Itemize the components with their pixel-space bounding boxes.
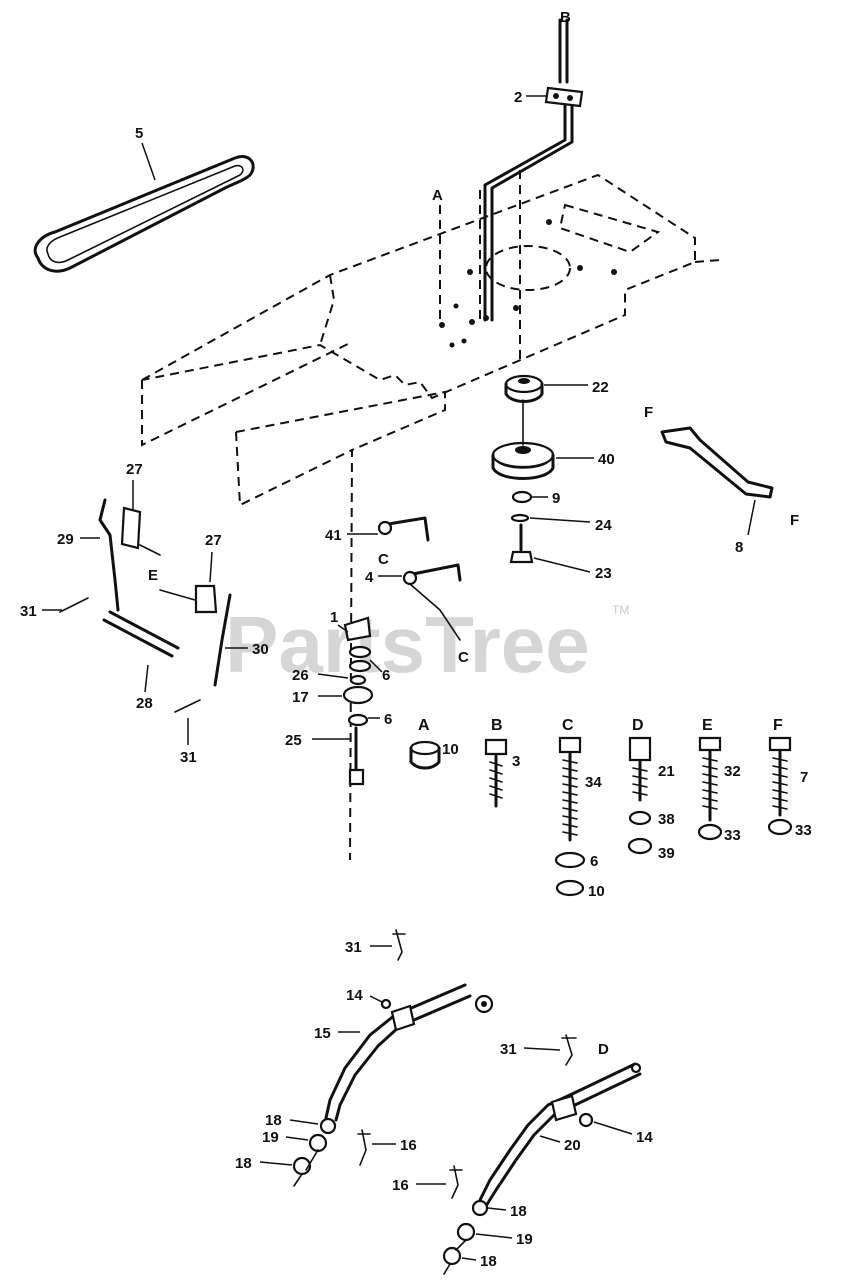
lever-part-20: 31 D 20 14 16 18 19 18 (392, 1034, 653, 1275)
ref-f-callout-33: 33 (795, 822, 812, 839)
belt-part-5: 5 (33, 125, 255, 273)
callout-24: 24 (595, 517, 612, 534)
washer-bolt-stack-9-24-23: 9 24 23 (509, 490, 612, 582)
callout-27-upper: 27 (126, 461, 143, 478)
callout-17: 17 (292, 689, 309, 706)
ref-e-callout-32: 32 (724, 763, 741, 780)
left-linkage: 27 29 E 27 31 30 28 31 (20, 461, 269, 766)
callout-19-left: 19 (262, 1129, 279, 1146)
connector-c-41: C (378, 551, 389, 568)
callout-31-lower: 31 (180, 749, 197, 766)
ref-header-b: B (491, 717, 503, 734)
callout-31-mid: 31 (345, 939, 362, 956)
callout-18-upper-left: 18 (265, 1112, 282, 1129)
ref-b-callout-3: 3 (512, 753, 520, 770)
ref-header-f: F (773, 717, 783, 734)
ref-c-callout-10: 10 (588, 883, 605, 900)
callout-40: 40 (598, 451, 615, 468)
callout-6-upper: 6 (382, 667, 390, 684)
callout-14-right: 14 (636, 1129, 653, 1146)
callout-18-lower-left: 18 (235, 1155, 252, 1172)
shift-rod-assembly: B 2 (483, 9, 584, 322)
ref-d-callout-38: 38 (658, 811, 675, 828)
callout-18-upper-right: 18 (510, 1203, 527, 1220)
ref-header-d: D (632, 717, 644, 734)
watermark-trademark: TM (612, 603, 629, 617)
callout-5: 5 (135, 125, 143, 142)
connector-f-right: F (790, 512, 799, 529)
pulley-part-40: 40 (491, 399, 615, 480)
frame-outline (141, 170, 721, 861)
callout-30: 30 (252, 641, 269, 658)
callout-8: 8 (735, 539, 743, 556)
callout-31-left: 31 (20, 603, 37, 620)
callout-31-right: 31 (500, 1041, 517, 1058)
lever-part-15: 31 14 15 18 19 18 16 (235, 929, 494, 1187)
connector-b-letter: B (560, 9, 571, 26)
connector-c-4: C (458, 649, 469, 666)
ref-header-c: C (562, 717, 574, 734)
callout-41: 41 (325, 527, 342, 544)
connector-d-20: D (598, 1041, 609, 1058)
callout-14-left: 14 (346, 987, 363, 1004)
callout-9: 9 (552, 490, 560, 507)
connector-a-letter: A (432, 187, 443, 204)
callout-27-lower: 27 (205, 532, 222, 549)
reference-hardware: A B C D E F 10 3 34 6 10 21 38 39 (409, 717, 812, 900)
callout-2: 2 (514, 89, 522, 106)
callout-23: 23 (595, 565, 612, 582)
callout-6-lower: 6 (384, 711, 392, 728)
callout-19-right: 19 (516, 1231, 533, 1248)
callout-16-upper: 16 (400, 1137, 417, 1154)
connector-f-left: F (644, 404, 653, 421)
ref-e-callout-33: 33 (724, 827, 741, 844)
ref-c-callout-34: 34 (585, 774, 602, 791)
ref-header-a: A (418, 717, 430, 734)
callout-26: 26 (292, 667, 309, 684)
pulley-part-22: 22 (504, 374, 609, 403)
callout-1: 1 (330, 609, 338, 626)
ref-d-callout-21: 21 (658, 763, 675, 780)
callout-4: 4 (365, 569, 374, 586)
callout-15: 15 (314, 1025, 331, 1042)
callout-20: 20 (564, 1137, 581, 1154)
ref-d-callout-39: 39 (658, 845, 675, 862)
ref-c-callout-6: 6 (590, 853, 598, 870)
watermark-text: PartsTree (225, 600, 590, 689)
connector-a: A (432, 187, 443, 325)
callout-18-lower-right: 18 (480, 1253, 497, 1270)
callout-25: 25 (285, 732, 302, 749)
callout-16-lower: 16 (392, 1177, 409, 1194)
center-linkage: 41 C 4 C 1 6 26 17 6 25 (285, 516, 469, 786)
ref-a-callout-10: 10 (442, 741, 459, 758)
connector-e-upper: E (148, 567, 158, 584)
ref-f-callout-7: 7 (800, 769, 808, 786)
rod-part-8: F F 8 (644, 404, 799, 556)
ref-header-e: E (702, 717, 713, 734)
callout-22: 22 (592, 379, 609, 396)
callout-29: 29 (57, 531, 74, 548)
callout-28: 28 (136, 695, 153, 712)
